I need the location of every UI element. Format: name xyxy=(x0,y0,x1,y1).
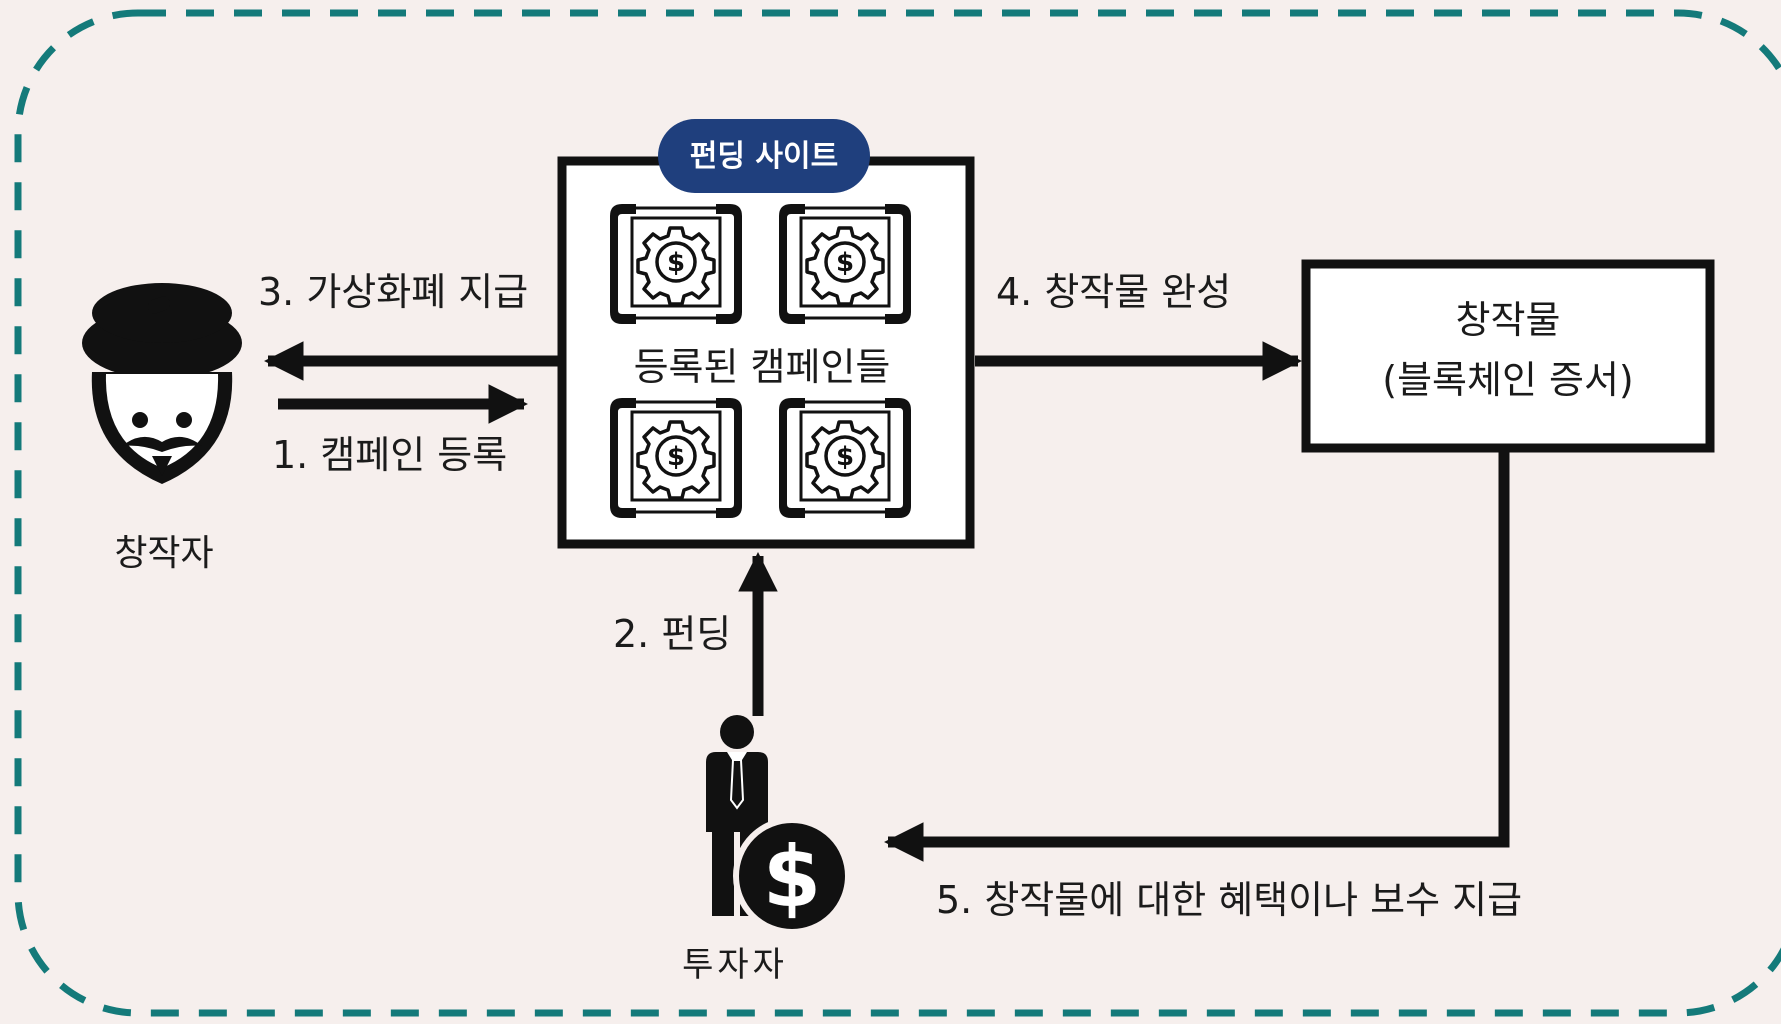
dashed-frame xyxy=(14,9,1781,1017)
step3-label: 3. 가상화폐 지급 xyxy=(258,270,528,314)
output-subtitle: (블록체인 증서) xyxy=(1382,358,1634,402)
step5-label: 5. 창작물에 대한 혜택이나 보수 지급 xyxy=(936,878,1522,922)
investor-label: 투자자 xyxy=(682,945,788,985)
creator-icon xyxy=(82,283,242,484)
creator-label: 창작자 xyxy=(114,533,213,574)
step4-label: 4. 창작물 완성 xyxy=(996,270,1231,314)
investor-icon: $ xyxy=(706,715,851,935)
output-title: 창작물 xyxy=(1456,298,1561,342)
funding-site-box xyxy=(557,156,975,549)
step1-label: 1. 캠페인 등록 xyxy=(272,433,507,477)
svg-text:$: $ xyxy=(763,828,821,926)
campaigns-label: 등록된 캠페인들 xyxy=(634,345,891,389)
arrow-reward xyxy=(884,452,1510,862)
output-box xyxy=(1301,259,1715,453)
step2-label: 2. 펀딩 xyxy=(613,612,731,656)
funding-site-label: 펀딩 사이트 xyxy=(690,139,838,174)
funding-site-badge xyxy=(658,119,870,193)
